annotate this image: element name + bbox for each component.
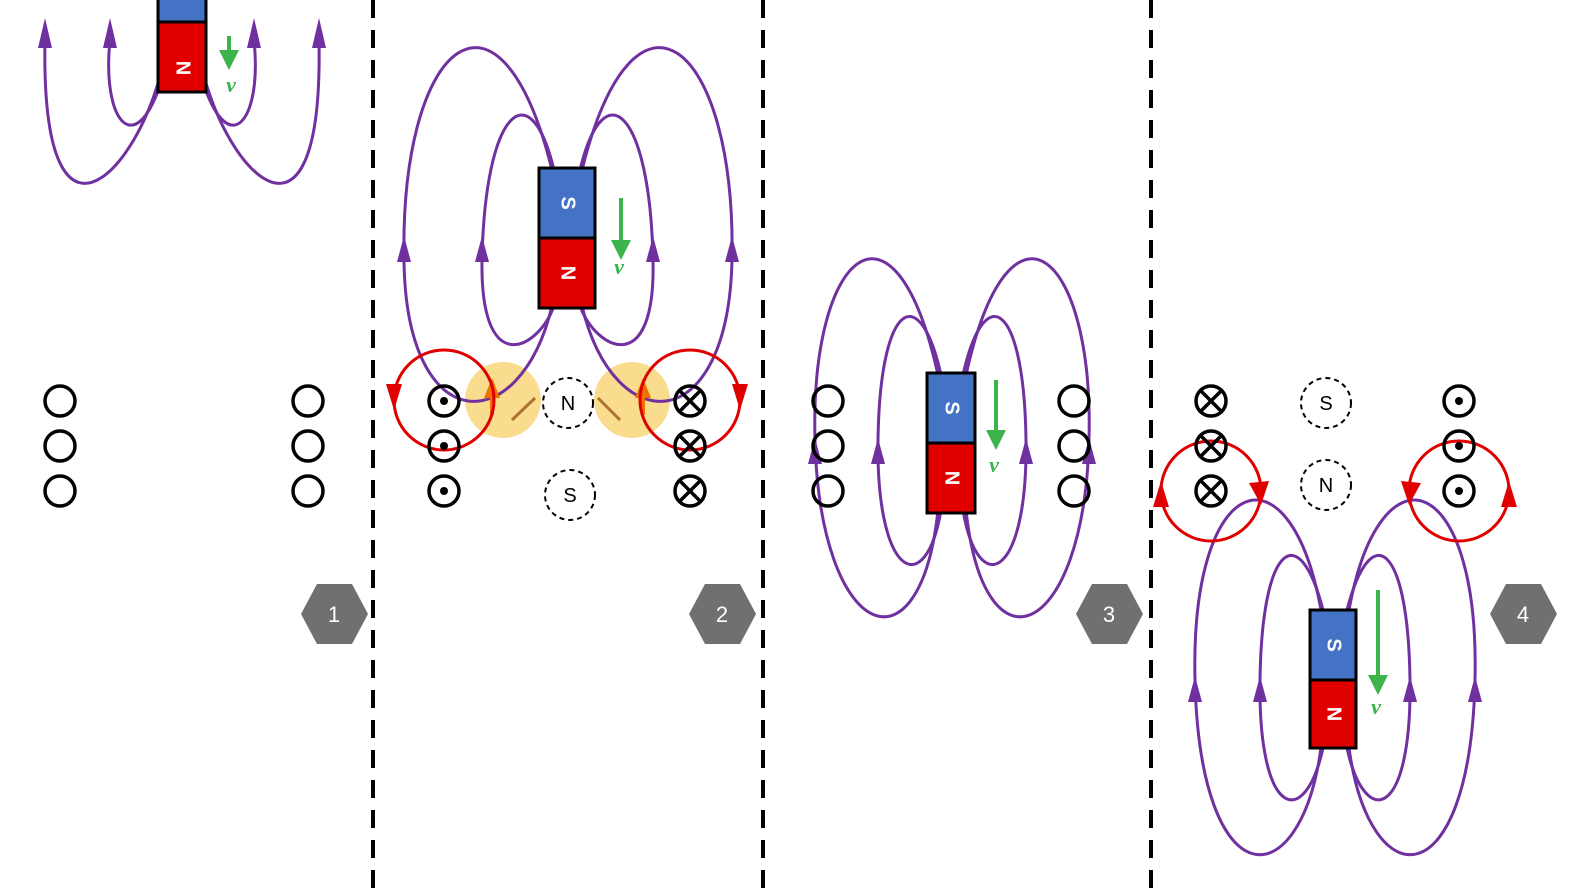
- coil-right: [291, 384, 325, 508]
- induced-south-label: S: [1319, 393, 1332, 415]
- coil-right: [673, 384, 707, 508]
- panel-1: N v 1: [38, 0, 368, 644]
- cross-into-page-icon: [678, 389, 702, 413]
- dot-out-of-page-icon: [440, 397, 448, 405]
- force-highlights: [465, 362, 670, 438]
- induced-south-label: S: [563, 485, 576, 507]
- south-pole-label: S: [1323, 638, 1345, 651]
- bar-magnet: S N: [1308, 608, 1358, 750]
- dot-out-of-page-icon: [440, 487, 448, 495]
- panel-badge: 4: [1490, 584, 1557, 644]
- induced-current-loops: [1153, 439, 1517, 543]
- cross-into-page-icon: [678, 434, 702, 458]
- north-pole-label: N: [172, 61, 194, 75]
- panel-number: 4: [1517, 602, 1529, 627]
- south-pole-label: S: [557, 196, 579, 209]
- induced-poles: N S: [542, 377, 596, 521]
- panel-number: 2: [716, 602, 728, 627]
- velocity-label: v: [989, 452, 999, 477]
- dot-out-of-page-icon: [1455, 397, 1463, 405]
- coil-right: [1057, 384, 1091, 508]
- bar-magnet: S N: [537, 166, 597, 310]
- velocity-label: v: [1371, 694, 1381, 719]
- velocity-label: v: [614, 254, 624, 279]
- induced-poles: S N: [1300, 377, 1352, 511]
- bar-magnet: S N: [925, 371, 977, 515]
- cross-into-page-icon: [678, 479, 702, 503]
- coil-left: [427, 384, 461, 508]
- induced-north-label: N: [561, 393, 575, 415]
- dot-out-of-page-icon: [1455, 442, 1463, 450]
- panel-badge: 3: [1076, 584, 1143, 644]
- panel-2: S N v N S 2: [386, 46, 756, 644]
- south-pole-label: S: [941, 401, 963, 414]
- coil-left: [1194, 384, 1228, 508]
- panel-badge: 2: [689, 584, 756, 644]
- bar-magnet: N: [156, 0, 208, 94]
- velocity-label: v: [226, 72, 236, 97]
- coil-left: [43, 384, 77, 508]
- north-pole-label: N: [1323, 707, 1345, 721]
- north-pole-label: N: [557, 266, 579, 280]
- panel-badge: 1: [301, 584, 368, 644]
- velocity-arrow: v: [611, 198, 631, 279]
- north-pole-label: N: [941, 471, 963, 485]
- panel-number: 1: [328, 602, 340, 627]
- velocity-arrow: v: [219, 36, 239, 97]
- coil-left: [811, 384, 845, 508]
- panel-4: S N v S N: [1153, 377, 1557, 857]
- cross-into-page-icon: [1199, 479, 1223, 503]
- induced-north-label: N: [1319, 475, 1333, 497]
- velocity-arrow: v: [1368, 590, 1388, 719]
- field-lines: [1188, 498, 1482, 857]
- panel-number: 3: [1103, 602, 1115, 627]
- velocity-arrow: v: [986, 380, 1006, 477]
- cross-into-page-icon: [1199, 389, 1223, 413]
- dot-out-of-page-icon: [440, 442, 448, 450]
- cross-into-page-icon: [1199, 434, 1223, 458]
- panel-3: S N v 3: [808, 257, 1143, 644]
- dot-out-of-page-icon: [1455, 487, 1463, 495]
- coil-right: [1442, 384, 1476, 508]
